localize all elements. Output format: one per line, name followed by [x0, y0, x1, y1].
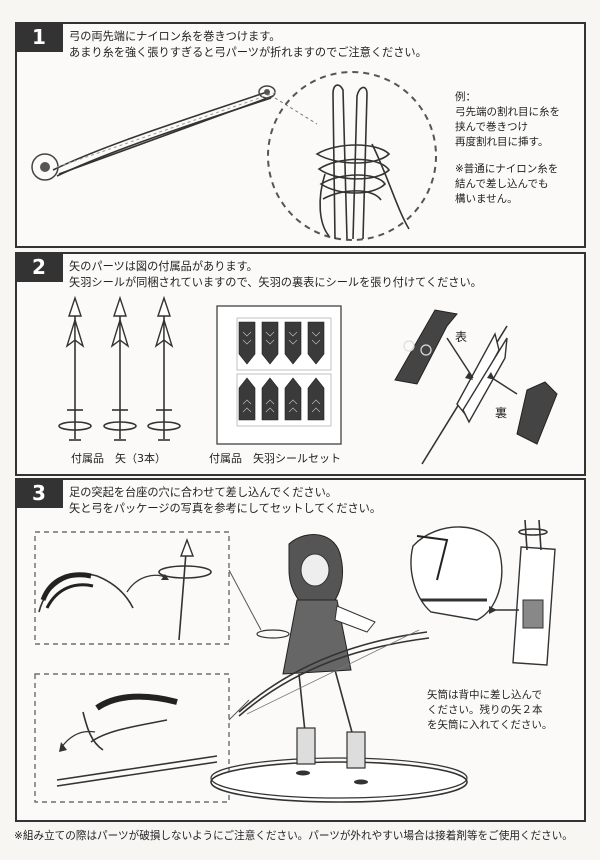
label-front: 表 [455, 330, 468, 344]
footer-note: ※組み立ての際はパーツが破損しないようにご注意ください。パーツが外れやすい場合は… [14, 830, 573, 842]
step-2-line-1: 矢のパーツは図の付属品があります。 [69, 260, 258, 273]
assembly-illustration [34, 519, 556, 803]
hand-arrow-detail [38, 538, 212, 641]
quiver-back-view [410, 519, 556, 666]
example-note-line: 挟んで巻きつけ [455, 121, 528, 133]
caption-stickers: 付属品 矢羽シールセット [209, 452, 341, 465]
sticker-icons [238, 321, 325, 421]
extra-note-line: 構いません。 [455, 193, 518, 205]
step-1-example-note: 例： 弓先端の割れ目に糸を 挟んで巻きつけ 再度割れ目に挿す。 [455, 90, 560, 150]
label-back: 裏 [495, 406, 508, 420]
figure-base [210, 761, 468, 803]
step-1-line-2: あまり糸を強く張りすぎると弓パーツが折れますのでご注意ください。 [69, 46, 427, 59]
arm-bow-detail [56, 693, 218, 787]
arrows-illustration [58, 295, 558, 465]
quiver-note-line: を矢筒に入れてください。 [427, 719, 553, 731]
quiver-note-line: 矢筒は背中に差し込んで [427, 689, 542, 701]
step-3-instructions: 足の突起を台座の穴に合わせて差し込んでください。 矢と弓をパッケージの写真を参考… [69, 485, 381, 517]
feather-application-diagram [394, 309, 558, 465]
step-2-panel: 2 矢のパーツは図の付属品があります。 矢羽シールが同梱されていますので、矢羽の… [15, 252, 586, 476]
extra-note-line: 結んで差し込んでも [455, 178, 549, 190]
extra-note-line: ※普通にナイロン糸を [455, 163, 559, 175]
step-1-number: 1 [15, 22, 63, 52]
step-3-number: 3 [15, 478, 63, 508]
figure-silhouette [238, 534, 430, 769]
quiver-note: 矢筒は背中に差し込んで ください。残りの矢２本 を矢筒に入れてください。 [427, 688, 552, 733]
quiver-note-line: ください。残りの矢２本 [427, 704, 543, 716]
step-2-instructions: 矢のパーツは図の付属品があります。 矢羽シールが同梱されていますので、矢羽の裏表… [69, 259, 482, 291]
step-3-line-2: 矢と弓をパッケージの写真を参考にしてセットしてください。 [69, 502, 382, 515]
step-2-line-2: 矢羽シールが同梱されていますので、矢羽の裏表にシールを張り付けてください。 [69, 276, 482, 289]
example-note-line: 例： [455, 91, 476, 103]
step-2-number: 2 [15, 252, 63, 282]
sticker-chevrons [242, 331, 321, 413]
example-note-line: 再度割れ目に挿す。 [455, 136, 549, 148]
example-note-line: 弓先端の割れ目に糸を [455, 106, 560, 118]
step-3-panel: 3 足の突起を台座の穴に合わせて差し込んでください。 矢と弓をパッケージの写真を… [15, 478, 586, 822]
step-3-line-1: 足の突起を台座の穴に合わせて差し込んでください。 [69, 486, 337, 499]
caption-arrows: 付属品 矢（3本） [71, 452, 166, 465]
step-1-instructions: 弓の両先端にナイロン糸を巻きつけます。 あまり糸を強く張りすぎると弓パーツが折れ… [69, 29, 427, 61]
step-1-panel: 1 弓の両先端にナイロン糸を巻きつけます。 あまり糸を強く張りすぎると弓パーツが… [15, 22, 586, 248]
arrow-icon [147, 295, 181, 441]
step-1-extra-note: ※普通にナイロン糸を 結んで差し込んでも 構いません。 [455, 162, 558, 207]
bow-illustration [31, 71, 437, 241]
step-1-line-1: 弓の両先端にナイロン糸を巻きつけます。 [69, 30, 281, 43]
arrow-icon [103, 295, 137, 441]
arrow-icon [58, 295, 92, 441]
